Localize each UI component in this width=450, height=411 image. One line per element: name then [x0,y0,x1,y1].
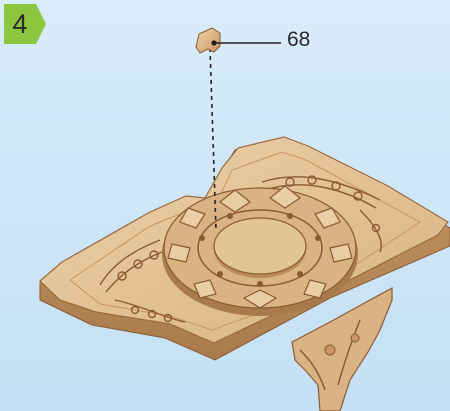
wooden-part-68-icon [196,28,220,53]
part-number-label: 68 [287,28,310,52]
mandala-ornament [162,186,358,316]
wooden-tray-assembly [40,137,450,411]
